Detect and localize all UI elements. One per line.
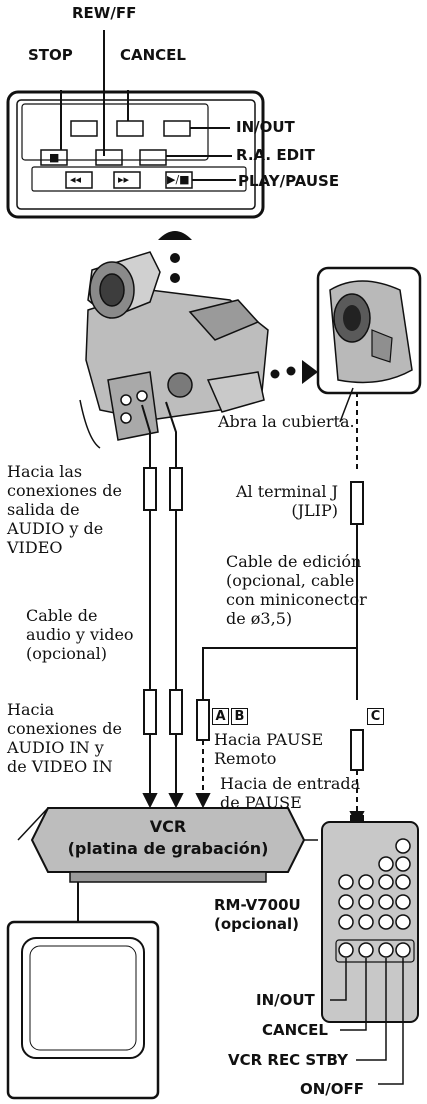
pointer-dots: [158, 231, 318, 384]
camcorder: [79, 251, 269, 449]
cables: [141, 392, 364, 771]
play-pause-label: PLAY/PAUSE: [238, 172, 340, 190]
letter-c-wrap: C: [367, 705, 386, 725]
vcr-title: VCR (platina de grabación): [67, 817, 269, 858]
rew-ff-label: REW/FF: [72, 4, 137, 22]
stop-button-glyph: ■: [49, 151, 60, 164]
rew-button-glyph: ◂◂: [70, 173, 82, 186]
remote-panel-top: [6, 90, 265, 219]
pause-input-text: Hacia de entrada de PAUSE: [220, 774, 361, 812]
vcr-rec-stby-label: VCR REC STBY: [228, 1051, 348, 1069]
letter-a: A: [212, 708, 229, 725]
cancel-bottom-label: CANCEL: [262, 1021, 328, 1039]
inputs-text: Hacia conexiones de AUDIO IN y de VIDEO …: [7, 700, 122, 776]
letter-b: B: [231, 708, 248, 725]
jlip-text: Al terminal J (JLIP): [235, 482, 338, 520]
ff-button-glyph: ▸▸: [118, 173, 130, 186]
outputs-text: Hacia las conexiones de salida de AUDIO …: [7, 462, 122, 557]
play-pause-button-glyph: ▶/■: [167, 173, 190, 186]
av-cable-text: Cable de audio y video (opcional): [26, 606, 134, 663]
open-cover-text: Abra la cubierta.: [218, 412, 355, 431]
on-off-label: ON/OFF: [300, 1080, 365, 1098]
in-out-bottom-label: IN/OUT: [256, 991, 315, 1009]
cancel-label: CANCEL: [120, 46, 186, 64]
leader-lines-top: [60, 30, 236, 181]
stop-label: STOP: [28, 46, 73, 64]
ra-edit-label: R.A. EDIT: [236, 146, 315, 164]
pause-remote-text: Hacia PAUSE Remoto: [214, 730, 324, 768]
remote-model-text: RM-V700U (opcional): [214, 896, 301, 933]
letter-c: C: [367, 708, 384, 725]
jack-cover-detail: [316, 266, 422, 395]
tv-monitor: [6, 920, 160, 1100]
in-out-label: IN/OUT: [236, 118, 295, 136]
vcr-unit: [17, 807, 318, 922]
edit-cable-text: Cable de edición (opcional, cable con mi…: [226, 552, 367, 628]
remote-control-bottom: [321, 815, 419, 1085]
